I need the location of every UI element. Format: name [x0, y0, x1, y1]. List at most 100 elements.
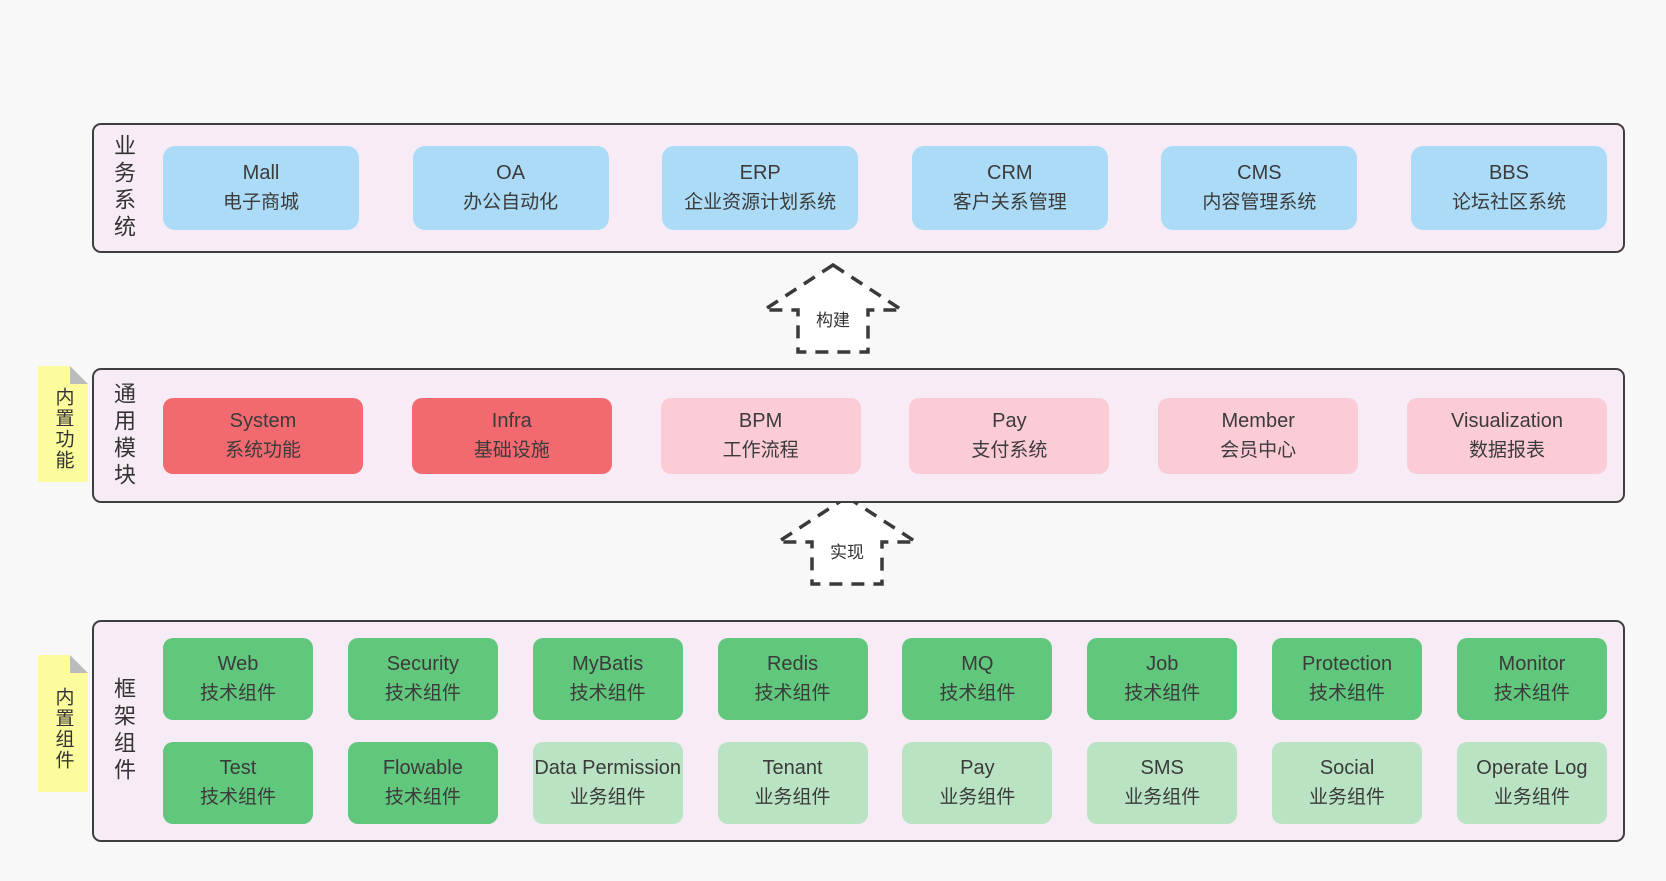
box-subtitle: 基础设施 — [473, 439, 550, 461]
box-subtitle: 技术组件 — [199, 787, 276, 809]
component-box-job: Job 技术组件 — [1087, 638, 1238, 720]
box-title: Pay — [960, 757, 995, 780]
builtin-components-sticky-note: 内置组件 — [38, 655, 88, 792]
common-modules-label: 通用模块 — [111, 381, 136, 490]
business-systems-panel: 业务系统 Mall 电子商城 OA 办公自动化 ERP 企业资源计划系统 CRM… — [92, 123, 1625, 253]
framework-components-label: 框架组件 — [111, 677, 136, 785]
box-title: Flowable — [382, 757, 463, 780]
box-title: System — [229, 409, 297, 432]
component-box-mq: MQ 技术组件 — [902, 638, 1053, 720]
box-subtitle: 业务组件 — [1493, 787, 1570, 809]
box-subtitle: 技术组件 — [569, 683, 646, 705]
builtin-features-sticky-note: 内置功能 — [38, 366, 88, 482]
box-title: Mall — [242, 162, 280, 185]
box-title: Pay — [992, 409, 1027, 432]
box-subtitle: 企业资源计划系统 — [684, 192, 837, 214]
component-box-monitor: Monitor 技术组件 — [1456, 638, 1607, 720]
module-box-system: System 系统功能 — [163, 397, 363, 474]
build-arrow: 构建 — [758, 260, 908, 356]
box-subtitle: 技术组件 — [1493, 683, 1570, 705]
box-subtitle: 电子商城 — [222, 192, 299, 214]
box-title: MQ — [961, 653, 994, 676]
box-subtitle: 客户关系管理 — [952, 192, 1067, 214]
component-box-flowable: Flowable 技术组件 — [347, 742, 498, 824]
sticky-note-label: 内置组件 — [52, 686, 74, 771]
box-title: CMS — [1237, 162, 1282, 185]
box-title: Monitor — [1498, 653, 1566, 676]
box-subtitle: 业务组件 — [1124, 787, 1201, 809]
component-box-sms: SMS 业务组件 — [1087, 742, 1238, 824]
box-title: Protection — [1302, 653, 1393, 676]
system-box-erp: ERP 企业资源计划系统 — [662, 146, 859, 230]
box-subtitle: 技术组件 — [199, 683, 276, 705]
box-subtitle: 支付系统 — [971, 439, 1048, 461]
box-subtitle: 办公自动化 — [463, 192, 559, 214]
box-subtitle: 技术组件 — [1124, 683, 1201, 705]
box-subtitle: 业务组件 — [1309, 787, 1386, 809]
box-subtitle: 论坛社区系统 — [1451, 192, 1566, 214]
business-systems-label: 业务系统 — [111, 134, 136, 242]
component-box-data-permission: Data Permission 业务组件 — [532, 742, 683, 824]
component-box-social: Social 业务组件 — [1272, 742, 1423, 824]
box-title: Tenant — [762, 757, 823, 780]
box-title: ERP — [739, 162, 781, 185]
component-box-security: Security 技术组件 — [347, 638, 498, 720]
business-systems-row: Mall 电子商城 OA 办公自动化 ERP 企业资源计划系统 CRM 客户关系… — [139, 125, 1623, 251]
common-modules-row: System 系统功能 Infra 基础设施 BPM 工作流程 Pay 支付系统… — [139, 370, 1623, 501]
box-title: BPM — [738, 409, 783, 432]
box-title: Data Permission — [534, 757, 682, 780]
box-title: Social — [1319, 757, 1375, 780]
box-title: Job — [1146, 653, 1179, 676]
module-box-bpm: BPM 工作流程 — [660, 397, 861, 474]
box-title: Web — [217, 653, 259, 676]
implement-arrow: 实现 — [772, 492, 922, 588]
module-box-pay: Pay 支付系统 — [909, 397, 1110, 474]
box-title: BBS — [1488, 162, 1529, 185]
component-box-tenant: Tenant 业务组件 — [717, 742, 868, 824]
module-box-visualization: Visualization 数据报表 — [1406, 397, 1607, 474]
box-subtitle: 技术组件 — [384, 787, 461, 809]
box-subtitle: 内容管理系统 — [1202, 192, 1317, 214]
box-subtitle: 系统功能 — [224, 439, 301, 461]
system-box-mall: Mall 电子商城 — [163, 146, 359, 230]
box-subtitle: 技术组件 — [939, 683, 1016, 705]
component-box-protection: Protection 技术组件 — [1272, 638, 1423, 720]
box-title: Redis — [766, 653, 819, 676]
box-title: CRM — [987, 162, 1033, 185]
component-box-test: Test 技术组件 — [163, 742, 313, 824]
build-arrow-label: 构建 — [814, 306, 852, 331]
component-box-pay: Pay 业务组件 — [902, 742, 1053, 824]
box-subtitle: 技术组件 — [754, 683, 831, 705]
module-box-member: Member 会员中心 — [1158, 397, 1359, 474]
box-title: OA — [496, 162, 526, 185]
box-title: Visualization — [1451, 409, 1563, 432]
box-subtitle: 技术组件 — [1309, 683, 1386, 705]
box-title: Security — [386, 653, 459, 676]
system-box-crm: CRM 客户关系管理 — [911, 146, 1108, 230]
sticky-note-label: 内置功能 — [52, 387, 74, 471]
box-title: Operate Log — [1476, 757, 1588, 780]
component-box-redis: Redis 技术组件 — [717, 638, 868, 720]
box-subtitle: 技术组件 — [384, 683, 461, 705]
box-title: Infra — [491, 409, 532, 432]
common-modules-panel: 通用模块 System 系统功能 Infra 基础设施 BPM 工作流程 Pay… — [92, 368, 1625, 503]
framework-components-rows: Web 技术组件 Security 技术组件 MyBatis 技术组件 Redi… — [139, 622, 1623, 840]
system-box-cms: CMS 内容管理系统 — [1161, 146, 1358, 230]
box-subtitle: 会员中心 — [1220, 439, 1297, 461]
framework-components-panel: 框架组件 Web 技术组件 Security 技术组件 MyBatis 技术组件… — [92, 620, 1625, 842]
box-title: Test — [219, 757, 257, 780]
module-box-infra: Infra 基础设施 — [411, 397, 612, 474]
box-title: MyBatis — [572, 653, 644, 676]
box-subtitle: 数据报表 — [1468, 439, 1545, 461]
components-row-2: Test 技术组件 Flowable 技术组件 Data Permission … — [163, 742, 1607, 824]
box-subtitle: 业务组件 — [569, 787, 646, 809]
box-subtitle: 业务组件 — [939, 787, 1016, 809]
components-row-1: Web 技术组件 Security 技术组件 MyBatis 技术组件 Redi… — [163, 638, 1607, 720]
system-box-bbs: BBS 论坛社区系统 — [1410, 146, 1607, 230]
box-subtitle: 业务组件 — [754, 787, 831, 809]
box-title: Member — [1221, 409, 1295, 432]
system-box-oa: OA 办公自动化 — [412, 146, 609, 230]
component-box-mybatis: MyBatis 技术组件 — [532, 638, 683, 720]
box-title: SMS — [1140, 757, 1184, 780]
box-subtitle: 工作流程 — [722, 439, 799, 461]
